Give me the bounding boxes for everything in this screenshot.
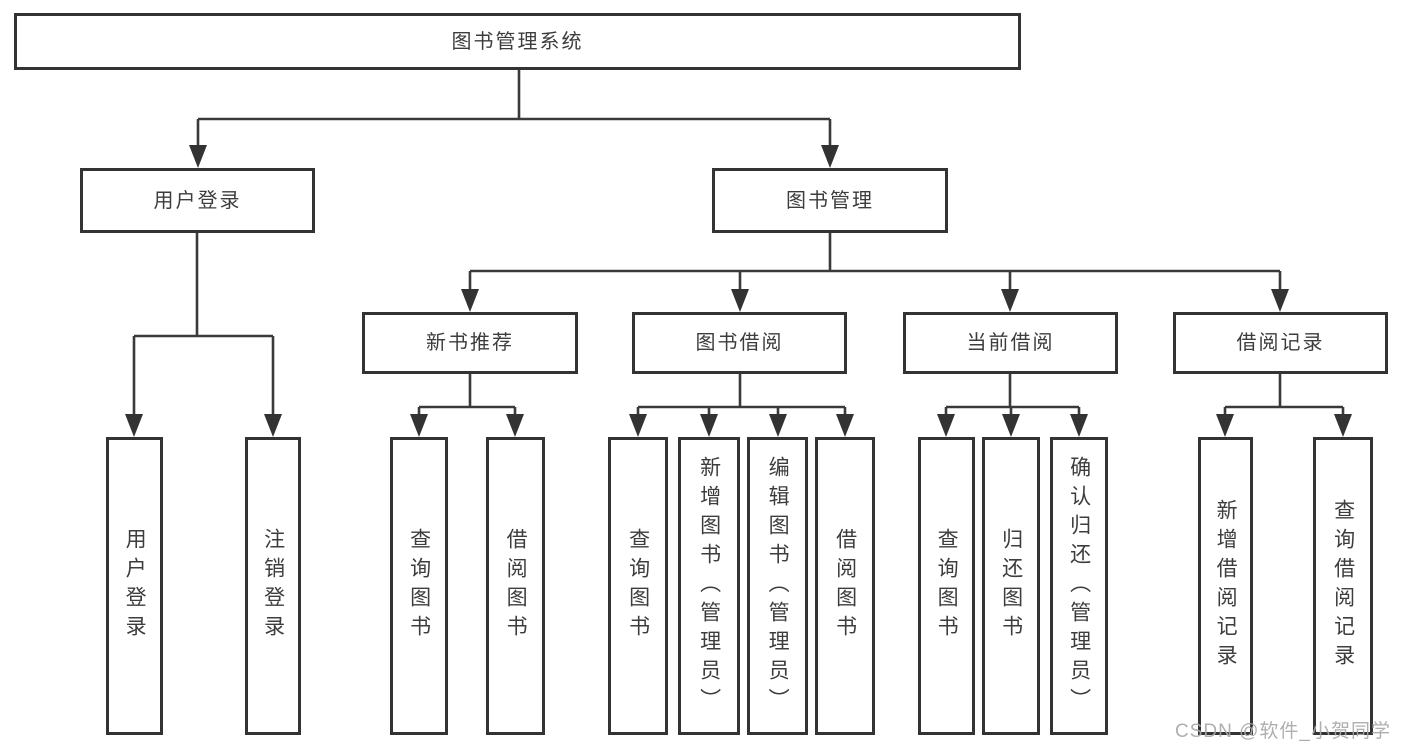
node-borrow-records: 借阅记录 (1173, 312, 1388, 374)
node-new-book-recommend: 新书推荐 (362, 312, 578, 374)
node-confirm-return-admin: 确认归还（管理员） (1050, 437, 1108, 735)
node-edit-book-admin: 编辑图书（管理员） (747, 437, 808, 735)
node-query-books-2: 查询图书 (608, 437, 668, 735)
node-logout: 注销登录 (245, 437, 301, 735)
node-book-management-system: 图书管理系统 (14, 13, 1021, 70)
node-book-borrow: 图书借阅 (632, 312, 847, 374)
node-add-book-admin: 新增图书（管理员） (678, 437, 740, 735)
csdn-watermark: CSDN @软件_小贺同学 (1175, 721, 1391, 742)
node-borrow-books-1: 借阅图书 (486, 437, 545, 735)
node-book-management: 图书管理 (712, 168, 948, 233)
node-user-login-leaf: 用户登录 (106, 437, 163, 735)
node-borrow-books-2: 借阅图书 (815, 437, 875, 735)
node-query-books-1: 查询图书 (390, 437, 448, 735)
node-current-borrow: 当前借阅 (903, 312, 1118, 374)
node-add-borrow-record: 新增借阅记录 (1198, 437, 1253, 735)
node-query-borrow-record: 查询借阅记录 (1313, 437, 1373, 735)
node-return-books: 归还图书 (982, 437, 1040, 735)
node-query-books-3: 查询图书 (918, 437, 975, 735)
node-user-login: 用户登录 (80, 168, 315, 233)
